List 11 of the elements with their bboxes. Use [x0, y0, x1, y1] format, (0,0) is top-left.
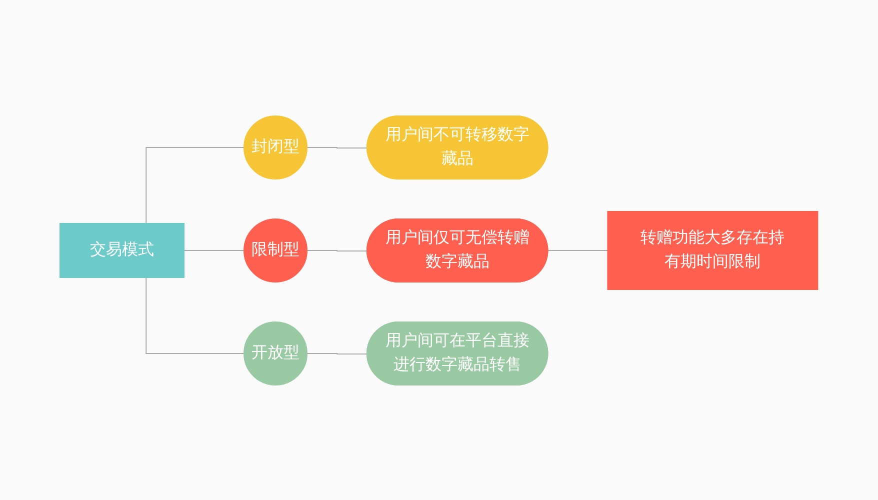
node-circle: 限制型	[244, 218, 308, 282]
connector	[548, 250, 608, 251]
node-box: 交易模式	[60, 222, 185, 278]
connector	[306, 250, 368, 251]
connector	[146, 276, 245, 354]
node-circle: 开放型	[244, 321, 308, 385]
node-box: 转赠功能大多存在持有期时间限制	[607, 210, 818, 290]
connector	[306, 146, 368, 148]
node-circle: 封闭型	[244, 115, 308, 179]
connector	[146, 146, 245, 224]
connector	[306, 352, 368, 354]
